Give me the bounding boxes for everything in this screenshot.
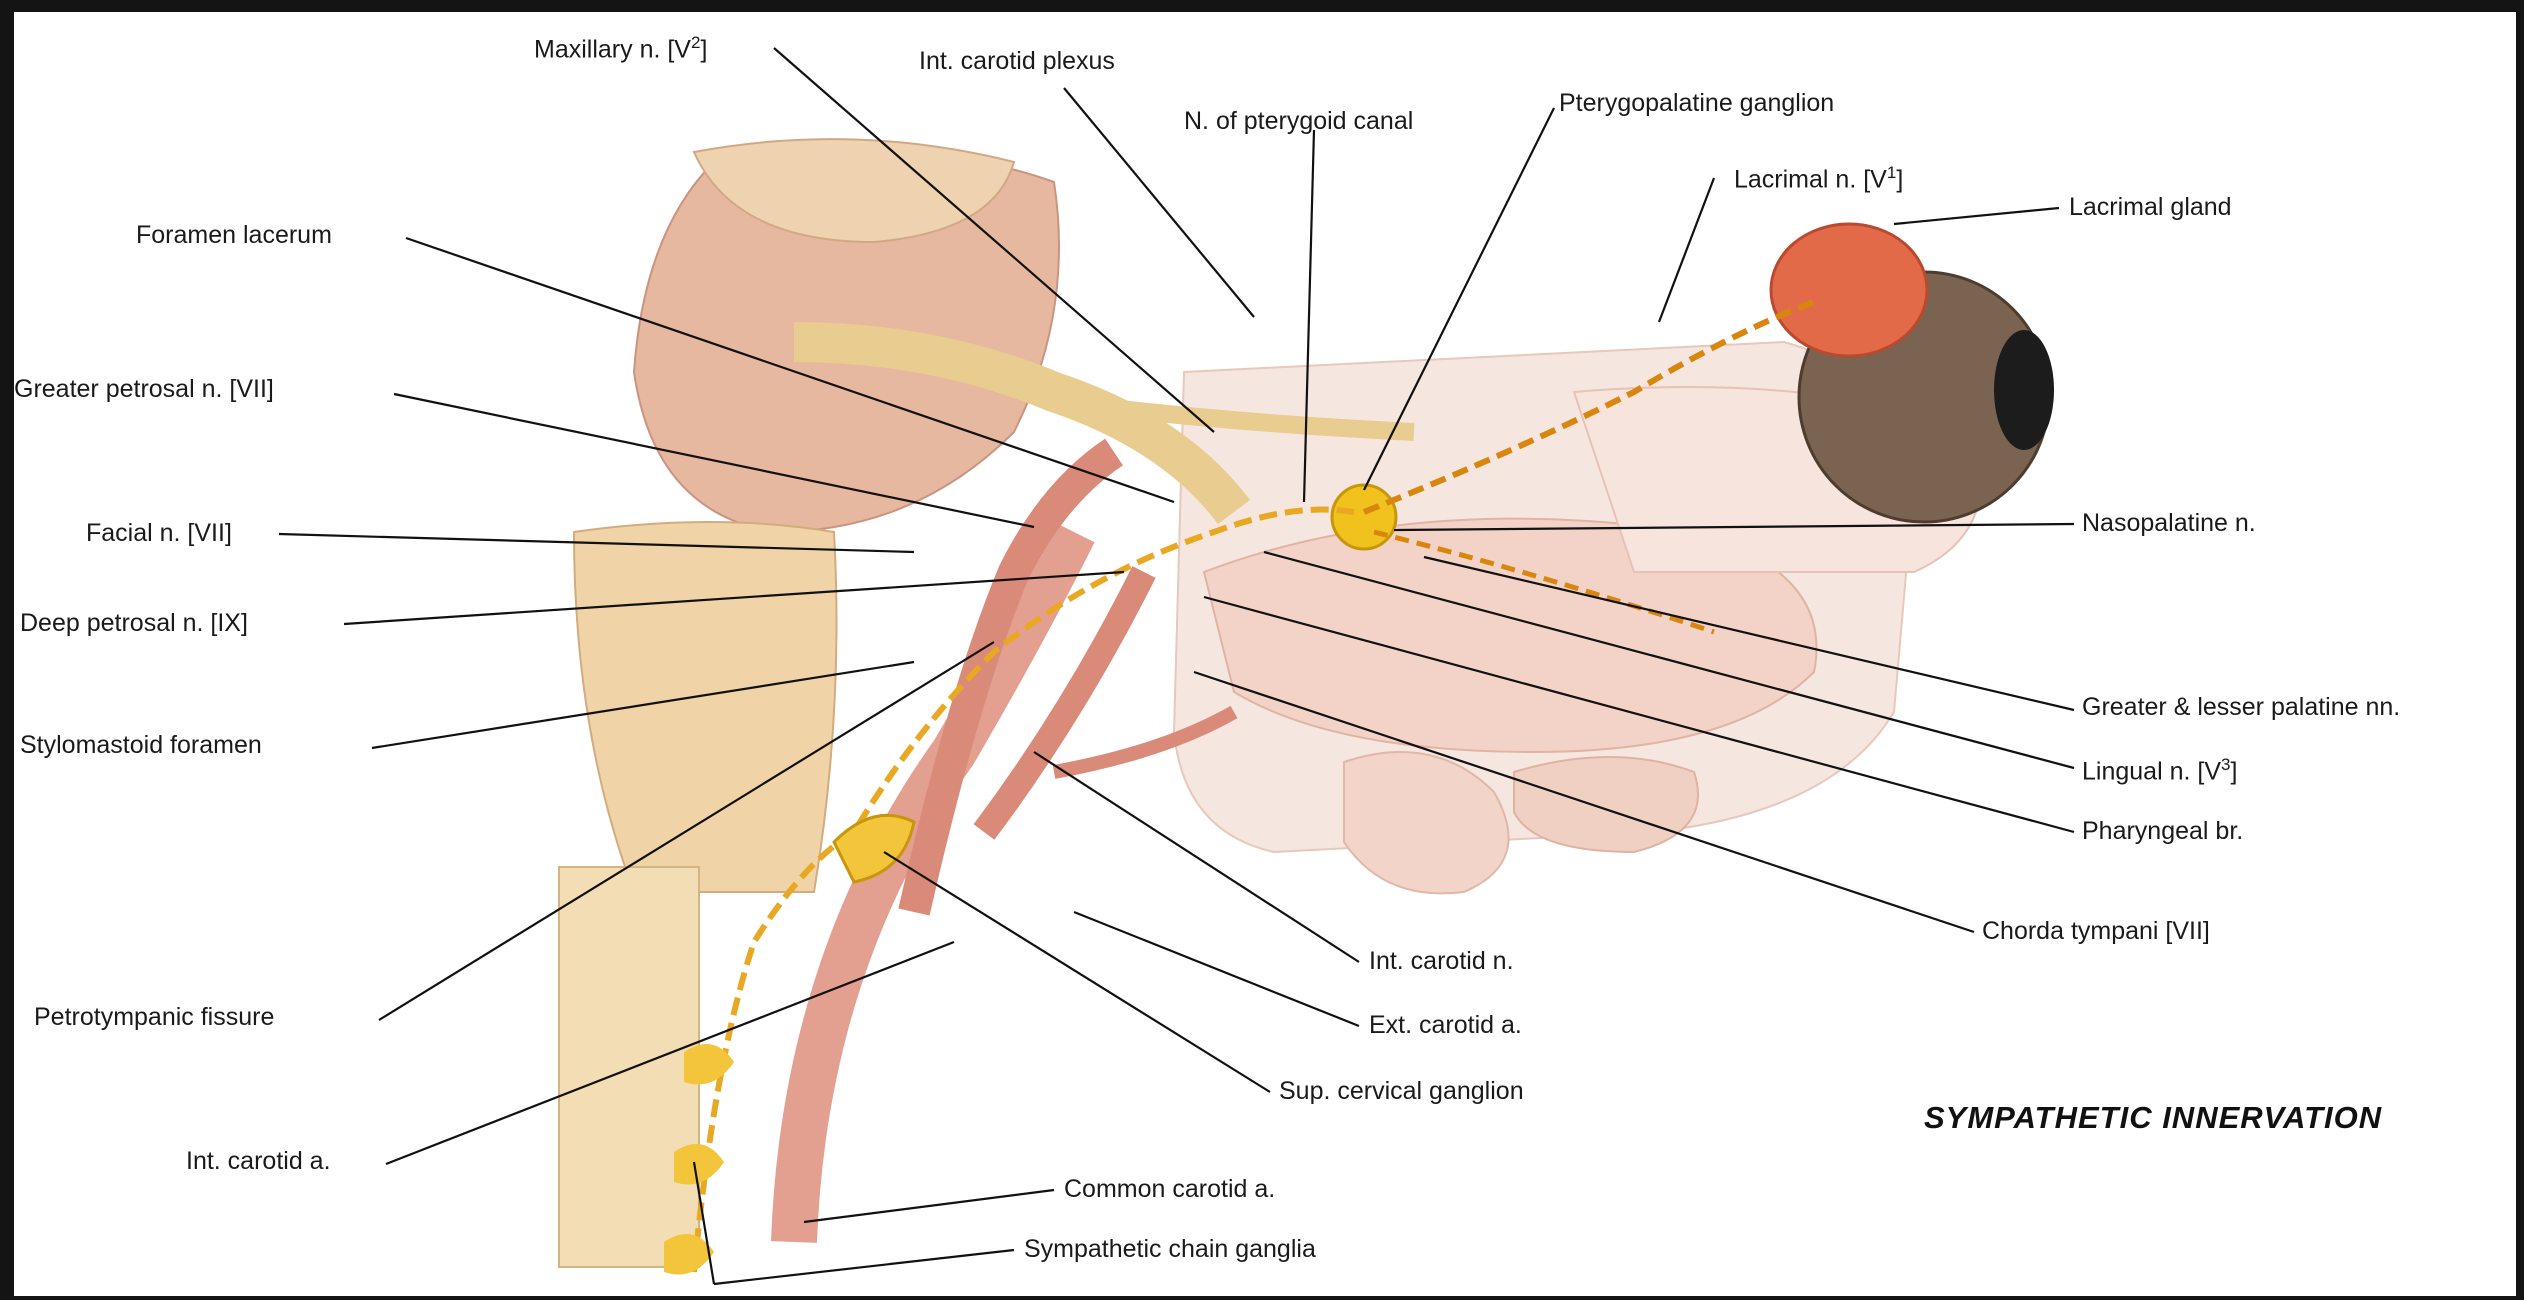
label-chorda-tympani: Chorda tympani [VII]	[1982, 916, 2210, 946]
label-lacrimal-n: Lacrimal n. [V1]	[1734, 158, 1903, 194]
label-sup-cervical-ganglion: Sup. cervical ganglion	[1279, 1076, 1524, 1106]
label-stylomastoid-foramen: Stylomastoid foramen	[20, 730, 262, 760]
label-pharyngeal-br: Pharyngeal br.	[2082, 816, 2243, 846]
diagram-frame: Maxillary n. [V2] Int. carotid plexus Pt…	[14, 12, 2516, 1296]
label-greater-lesser-palatine: Greater & lesser palatine nn.	[2082, 692, 2400, 722]
leader-sup-cervical	[884, 852, 1270, 1092]
label-ext-carotid-a: Ext. carotid a.	[1369, 1010, 1522, 1040]
lacrimal-gland-shape	[1771, 224, 1927, 356]
spinal-cord	[559, 867, 699, 1267]
chain-ganglion-2	[674, 1144, 724, 1185]
leader-lacrimal-gland	[1894, 208, 2059, 224]
label-lacrimal-text: Lacrimal n. [V	[1734, 165, 1887, 193]
label-deep-petrosal-n: Deep petrosal n. [IX]	[20, 608, 248, 638]
label-lingual-n: Lingual n. [V3]	[2082, 750, 2237, 786]
leader-lacrimal-n	[1659, 178, 1714, 322]
label-greater-petrosal-n: Greater petrosal n. [VII]	[14, 374, 274, 404]
label-pterygopalatine-ganglion: Pterygopalatine ganglion	[1559, 88, 1834, 118]
label-foramen-lacerum: Foramen lacerum	[136, 220, 332, 250]
leader-common-carotid	[804, 1190, 1054, 1222]
label-int-carotid-n: Int. carotid n.	[1369, 946, 1514, 976]
label-petrotympanic-fissure: Petrotympanic fissure	[34, 1002, 274, 1032]
label-maxillary-text: Maxillary n. [V	[534, 35, 691, 63]
sublingual-gland	[1514, 757, 1698, 852]
medulla	[574, 522, 837, 892]
label-lacrimal-end: ]	[1896, 165, 1903, 193]
pupil	[1994, 330, 2054, 450]
label-lacrimal-gland: Lacrimal gland	[2069, 192, 2232, 222]
leader-ext-carotid	[1074, 912, 1359, 1026]
label-facial-n: Facial n. [VII]	[86, 518, 232, 548]
label-maxillary-end: ]	[700, 35, 707, 63]
pterygopalatine-ganglion-shape	[1332, 485, 1396, 549]
label-sympathetic-chain-ganglia: Sympathetic chain ganglia	[1024, 1234, 1316, 1264]
label-lingual-end: ]	[2230, 757, 2237, 785]
leader-chain-1	[714, 1250, 1014, 1284]
label-int-carotid-a: Int. carotid a.	[186, 1146, 331, 1176]
label-n-pterygoid-canal: N. of pterygoid canal	[1184, 106, 1413, 136]
label-nasopalatine-n: Nasopalatine n.	[2082, 508, 2256, 538]
label-lacrimal-sup: 1	[1887, 163, 1896, 182]
label-maxillary-n: Maxillary n. [V2]	[534, 28, 707, 64]
label-int-carotid-plexus: Int. carotid plexus	[919, 46, 1115, 76]
diagram-title: SYMPATHETIC INNERVATION	[1924, 1100, 2382, 1136]
label-common-carotid-a: Common carotid a.	[1064, 1174, 1275, 1204]
label-lingual-text: Lingual n. [V	[2082, 757, 2221, 785]
